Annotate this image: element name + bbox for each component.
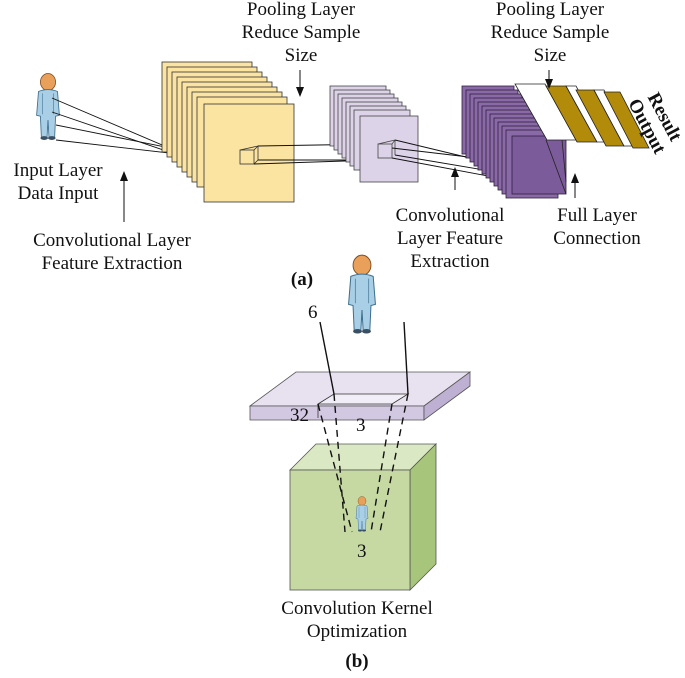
kernel-line2: Optimization [306, 621, 408, 642]
conv-extraction-line2: Feature Extraction [41, 253, 183, 274]
pooling-label-1-line2: Reduce Sample [241, 22, 361, 43]
input-person-icon [36, 72, 60, 141]
full-layer-bars [514, 83, 650, 195]
top-person-icon [347, 254, 377, 335]
projection-lines-b [317, 321, 409, 533]
dimension-mid: 3 [356, 415, 366, 436]
conv-stack-purple [461, 85, 567, 199]
pooling-label-2-line3: Size [533, 45, 567, 66]
conv-extraction-line1: Convolutional Layer [33, 230, 191, 251]
conv-extraction-label: Convolutional Layer Feature Extraction [12, 229, 212, 275]
dimension-top: 6 [308, 302, 318, 323]
kernel-label: Convolution Kernel Optimization [262, 597, 452, 643]
pool-stack-lilac [329, 85, 419, 183]
pooling-label-2-line1: Pooling Layer [495, 0, 605, 20]
full-layer-line2: Connection [553, 228, 641, 249]
pooling-label-2: Pooling Layer Reduce Sample Size [475, 0, 625, 67]
kernel-line1: Convolution Kernel [281, 598, 433, 619]
dimension-bottom: 3 [357, 541, 367, 562]
arrows-panel-a [120, 70, 579, 222]
full-layer-label: Full Layer Connection [542, 204, 652, 250]
pooling-label-1-line1: Pooling Layer [246, 0, 356, 20]
conv-feature-line1: Convolutional [395, 205, 505, 226]
input-layer-label: Input Layer Data Input [0, 159, 116, 205]
input-label-line2: Data Input [17, 183, 99, 204]
pooling-label-1-line3: Size [284, 45, 318, 66]
input-label-line1: Input Layer [13, 160, 103, 181]
full-layer-line1: Full Layer [557, 205, 637, 226]
conv-stack-yellow [161, 61, 295, 203]
conv-feature-line2: Layer Feature [396, 228, 504, 249]
conv-feature-line3: Extraction [410, 251, 490, 272]
dimension-left: 32 [290, 405, 309, 426]
conv-feature-label: Convolutional Layer Feature Extraction [378, 204, 522, 273]
panel-a-caption: (a) [290, 269, 314, 290]
kernel-cube [289, 443, 437, 591]
feature-plate [248, 371, 472, 421]
pooling-label-2-line2: Reduce Sample [490, 22, 610, 43]
pooling-label-1: Pooling Layer Reduce Sample Size [226, 0, 376, 67]
panel-b-caption: (b) [345, 651, 369, 672]
